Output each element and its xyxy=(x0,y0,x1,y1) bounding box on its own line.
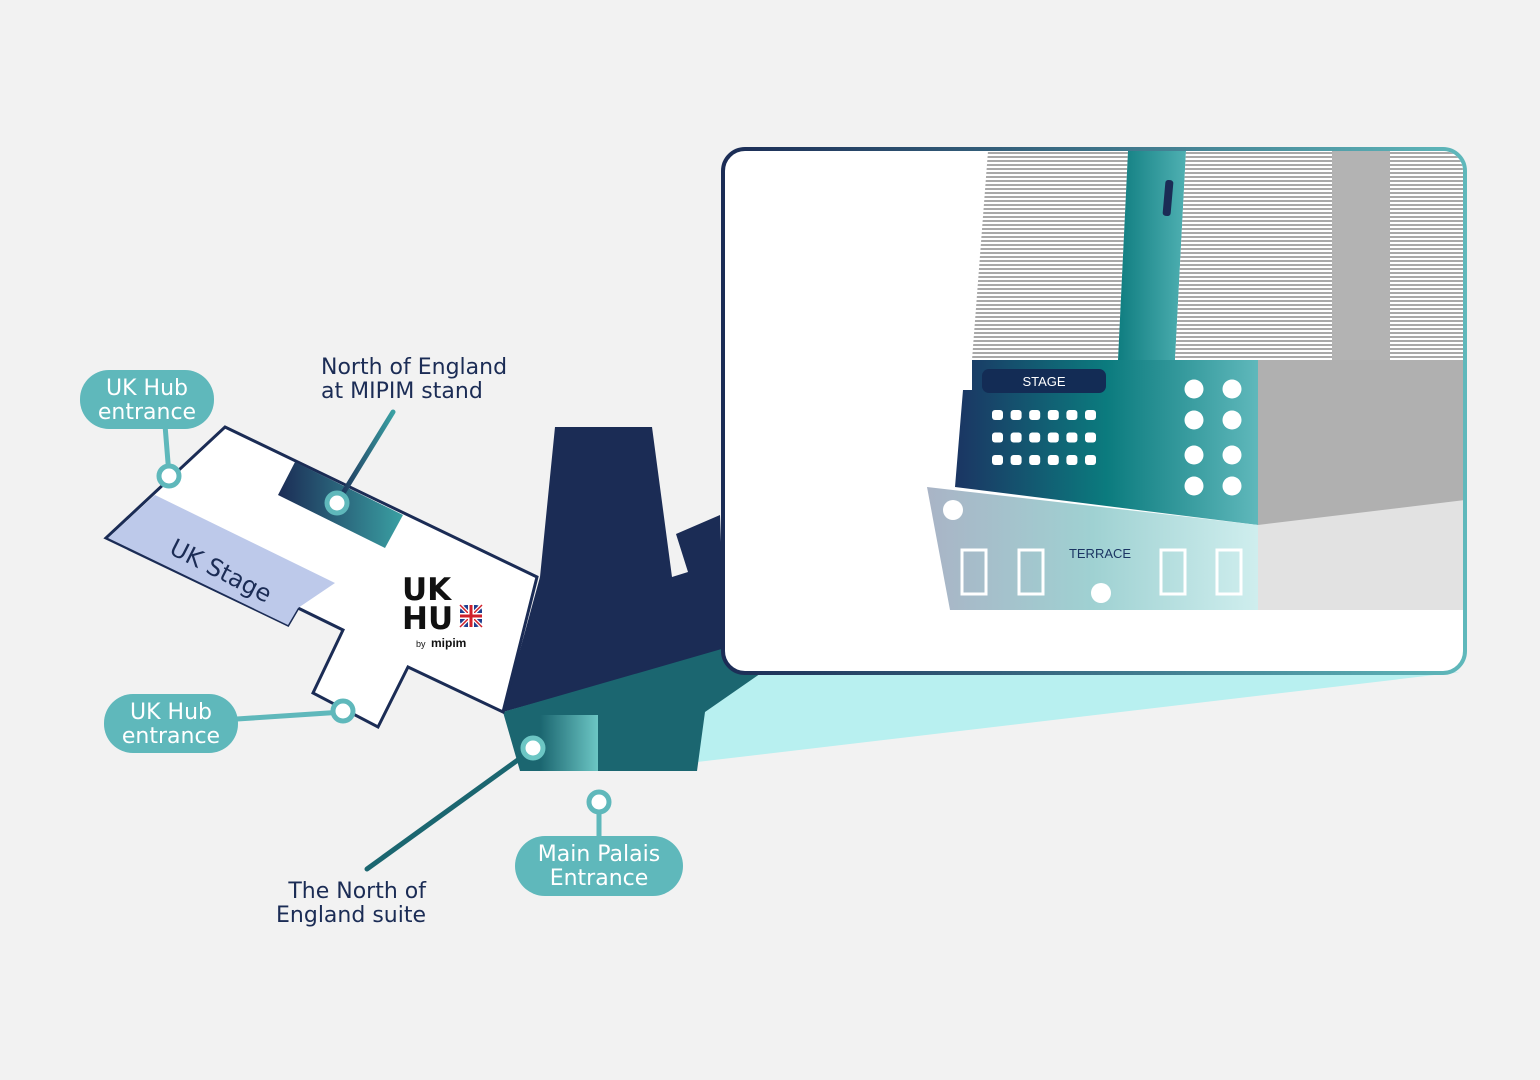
table-icon xyxy=(1222,476,1242,496)
hatched-wall xyxy=(1175,151,1342,360)
label-uk-hub-entrance-bottom[interactable]: UK Hub entrance xyxy=(104,694,238,753)
pin-uk-hub-entrance-top[interactable] xyxy=(156,463,182,489)
svg-text:North of England: North of England xyxy=(321,355,507,380)
chair-icon xyxy=(1066,410,1078,420)
chair-icon xyxy=(1029,432,1041,443)
chair-icon xyxy=(1010,410,1022,420)
svg-text:Main Palais: Main Palais xyxy=(538,842,660,867)
pin-main-palais-entrance[interactable] xyxy=(586,789,612,815)
table-icon xyxy=(1184,410,1204,430)
chair-icon xyxy=(1029,410,1041,420)
palais-building xyxy=(503,427,725,712)
plant-icon xyxy=(943,500,1111,603)
uk-stage-area[interactable] xyxy=(108,495,335,625)
pin-uk-hub-entrance-bottom[interactable] xyxy=(330,698,356,724)
svg-text:by: by xyxy=(416,639,426,649)
svg-text:England suite: England suite xyxy=(276,903,426,928)
stage-label: STAGE xyxy=(1022,374,1065,389)
table-icon xyxy=(1184,476,1204,496)
teal-corridor xyxy=(1118,151,1186,360)
sofa-icons xyxy=(960,548,1243,596)
chair-icon xyxy=(1085,410,1096,420)
chair-icon xyxy=(1047,432,1059,443)
chair-icon xyxy=(992,432,1003,443)
chair-icon xyxy=(1085,455,1096,465)
terrace-area[interactable] xyxy=(927,487,1258,610)
svg-text:UK: UK xyxy=(402,572,452,608)
label-north-england-stand[interactable]: North of England at MIPIM stand xyxy=(321,355,507,404)
table-icon xyxy=(1184,379,1204,399)
chair-icon xyxy=(1010,432,1022,443)
uk-hub-logo: UK HU by mipim xyxy=(402,572,484,650)
svg-text:Entrance: Entrance xyxy=(550,866,649,891)
stage-room[interactable] xyxy=(955,360,1258,525)
table-icon xyxy=(1222,445,1242,465)
stage-badge xyxy=(982,369,1106,393)
pin-north-england-suite[interactable] xyxy=(520,735,546,761)
chair-icon xyxy=(1085,432,1096,443)
svg-text:The North of: The North of xyxy=(287,879,427,904)
chair-icon xyxy=(1029,455,1041,465)
svg-text:HU: HU xyxy=(402,601,453,637)
chair-icon xyxy=(992,455,1003,465)
svg-text:mipim: mipim xyxy=(431,636,466,650)
zoom-beam xyxy=(697,652,1460,762)
terrace-label: TERRACE xyxy=(1069,546,1131,561)
chair-icon xyxy=(992,410,1003,420)
label-uk-hub-entrance-top[interactable]: UK Hub entrance xyxy=(80,370,214,429)
door-icon xyxy=(1162,179,1174,217)
chair-icon xyxy=(1066,455,1078,465)
union-flag-icon xyxy=(458,603,484,629)
chair-icon xyxy=(1047,410,1059,420)
svg-text:at MIPIM stand: at MIPIM stand xyxy=(321,379,483,404)
light-grey-area xyxy=(1258,500,1463,610)
svg-text:entrance: entrance xyxy=(98,400,196,425)
chair-icon xyxy=(1066,432,1078,443)
svg-text:entrance: entrance xyxy=(122,724,220,749)
table-icon xyxy=(1222,410,1242,430)
table-icon xyxy=(1222,379,1242,399)
chair-icon xyxy=(1010,455,1022,465)
table-icon xyxy=(1184,445,1204,465)
suite-inset-view: STAGE TERRACE xyxy=(721,147,1467,675)
hatched-wall xyxy=(972,151,1128,360)
hatched-wall xyxy=(1390,151,1463,360)
north-england-suite-highlight[interactable] xyxy=(540,715,598,771)
svg-text:UK Hub: UK Hub xyxy=(130,700,212,725)
chair-icon xyxy=(1047,455,1059,465)
label-main-palais-entrance[interactable]: Main Palais Entrance xyxy=(515,836,683,896)
svg-text:UK Hub: UK Hub xyxy=(106,376,188,401)
label-north-england-suite[interactable]: The North of England suite xyxy=(276,879,427,928)
pin-north-england-stand[interactable] xyxy=(324,490,350,516)
chair-rows xyxy=(992,410,1096,465)
grey-column xyxy=(1332,151,1390,360)
round-tables xyxy=(1184,379,1242,496)
